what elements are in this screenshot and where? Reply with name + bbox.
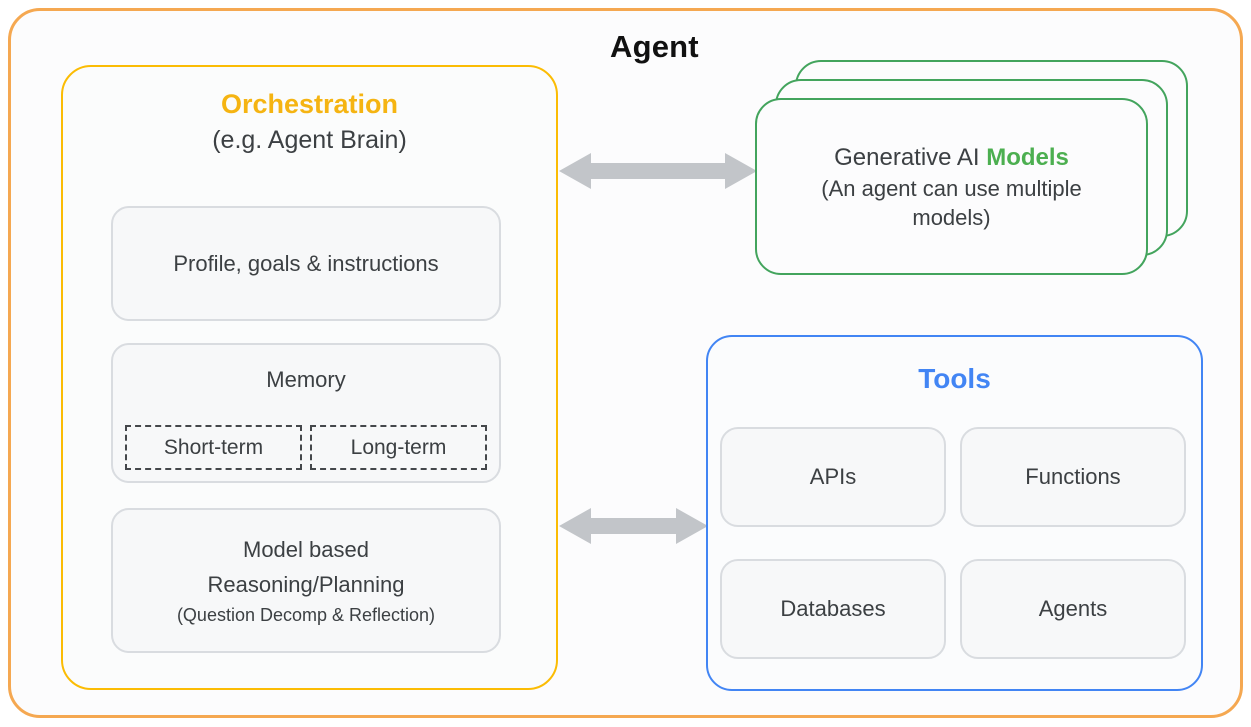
memory-terms-row: Short-term Long-term	[125, 425, 487, 470]
orchestration-models-double-arrow-icon	[559, 153, 757, 189]
models-title: Generative AI Models	[834, 141, 1069, 174]
reasoning-line-2: Reasoning/Planning	[207, 572, 405, 597]
short-term-memory-box: Short-term	[125, 425, 302, 470]
profile-goals-instructions-label: Profile, goals & instructions	[173, 250, 439, 276]
tool-apis-box: APIs	[720, 427, 946, 527]
diagram-title: Agent	[610, 29, 699, 64]
short-term-memory-label: Short-term	[163, 435, 264, 459]
tool-apis-label: APIs	[809, 464, 857, 489]
tool-databases-label: Databases	[780, 596, 886, 621]
long-term-memory-box: Long-term	[310, 425, 487, 470]
profile-goals-instructions-box: Profile, goals & instructions	[111, 206, 501, 321]
generative-ai-models-box: Generative AI Models (An agent can use m…	[755, 98, 1148, 275]
reasoning-line-3: (Question Decomp & Reflection)	[176, 605, 436, 625]
orchestration-box: Orchestration (e.g. Agent Brain) Profile…	[61, 65, 558, 690]
tools-title: Tools	[918, 363, 991, 394]
models-subtitle: (An agent can use multiple models)	[821, 176, 1082, 230]
models-title-prefix: Generative AI	[834, 144, 987, 171]
models-title-highlight: Models	[986, 144, 1069, 171]
memory-box: Memory Short-term Long-term	[111, 343, 501, 483]
orchestration-subtitle: (e.g. Agent Brain)	[212, 126, 407, 154]
tool-databases-box: Databases	[720, 559, 946, 659]
agent-container-box: Agent Orchestration (e.g. Agent Brain) P…	[8, 8, 1243, 718]
tools-box: Tools APIs Functions Databases Agents	[706, 335, 1203, 691]
reasoning-line-1: Model based	[243, 537, 369, 562]
orchestration-title: Orchestration	[220, 89, 399, 119]
long-term-memory-label: Long-term	[350, 435, 447, 459]
orchestration-tools-double-arrow-icon	[559, 508, 708, 544]
tool-functions-label: Functions	[1025, 464, 1121, 489]
tool-agents-label: Agents	[1038, 596, 1108, 621]
tool-agents-box: Agents	[960, 559, 1186, 659]
memory-label: Memory	[266, 367, 346, 392]
model-based-reasoning-planning-box: Model based Reasoning/Planning (Question…	[111, 508, 501, 653]
tool-functions-box: Functions	[960, 427, 1186, 527]
